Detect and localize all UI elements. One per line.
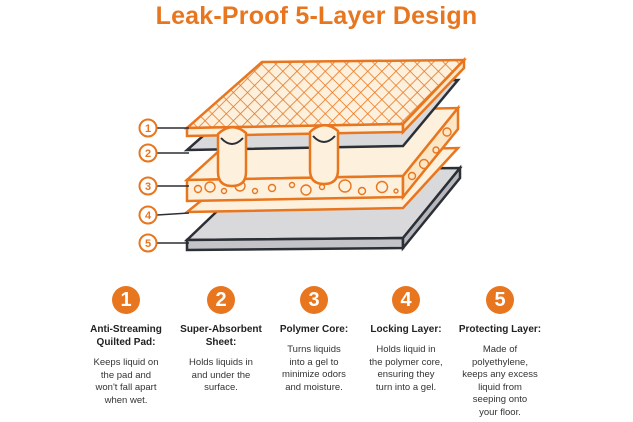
feature-3-title: Polymer Core: (279, 324, 349, 335)
feature-4-number-badge: 4 (392, 286, 420, 314)
diagram-marker-1: 1 (138, 118, 158, 138)
svg-text:2: 2 (145, 148, 151, 160)
quilt-channels (216, 124, 340, 188)
feature-3-number-badge: 3 (300, 286, 328, 314)
feature-4-title: Locking Layer: (370, 324, 442, 335)
diagram-marker-5: 5 (138, 233, 158, 253)
page-title: Leak-Proof 5-Layer Design (155, 2, 478, 30)
svg-text:1: 1 (145, 123, 151, 135)
diagram-marker-2: 2 (138, 143, 158, 163)
feature-5-title: Protecting Layer: (458, 324, 542, 335)
leader-lines (156, 127, 190, 244)
svg-text:3: 3 (145, 181, 151, 193)
diagram-markers: 1 2 3 4 5 (138, 118, 158, 253)
diagram-marker-4: 4 (138, 205, 158, 225)
layer-diagram: 1 2 3 4 5 (138, 56, 467, 253)
diagram-marker-3: 3 (138, 176, 158, 196)
feature-2-number-badge: 2 (207, 286, 235, 314)
svg-text:5: 5 (145, 238, 151, 250)
feature-5-number-badge: 5 (486, 286, 514, 314)
feature-1-number-badge: 1 (112, 286, 140, 314)
svg-text:4: 4 (145, 210, 152, 222)
